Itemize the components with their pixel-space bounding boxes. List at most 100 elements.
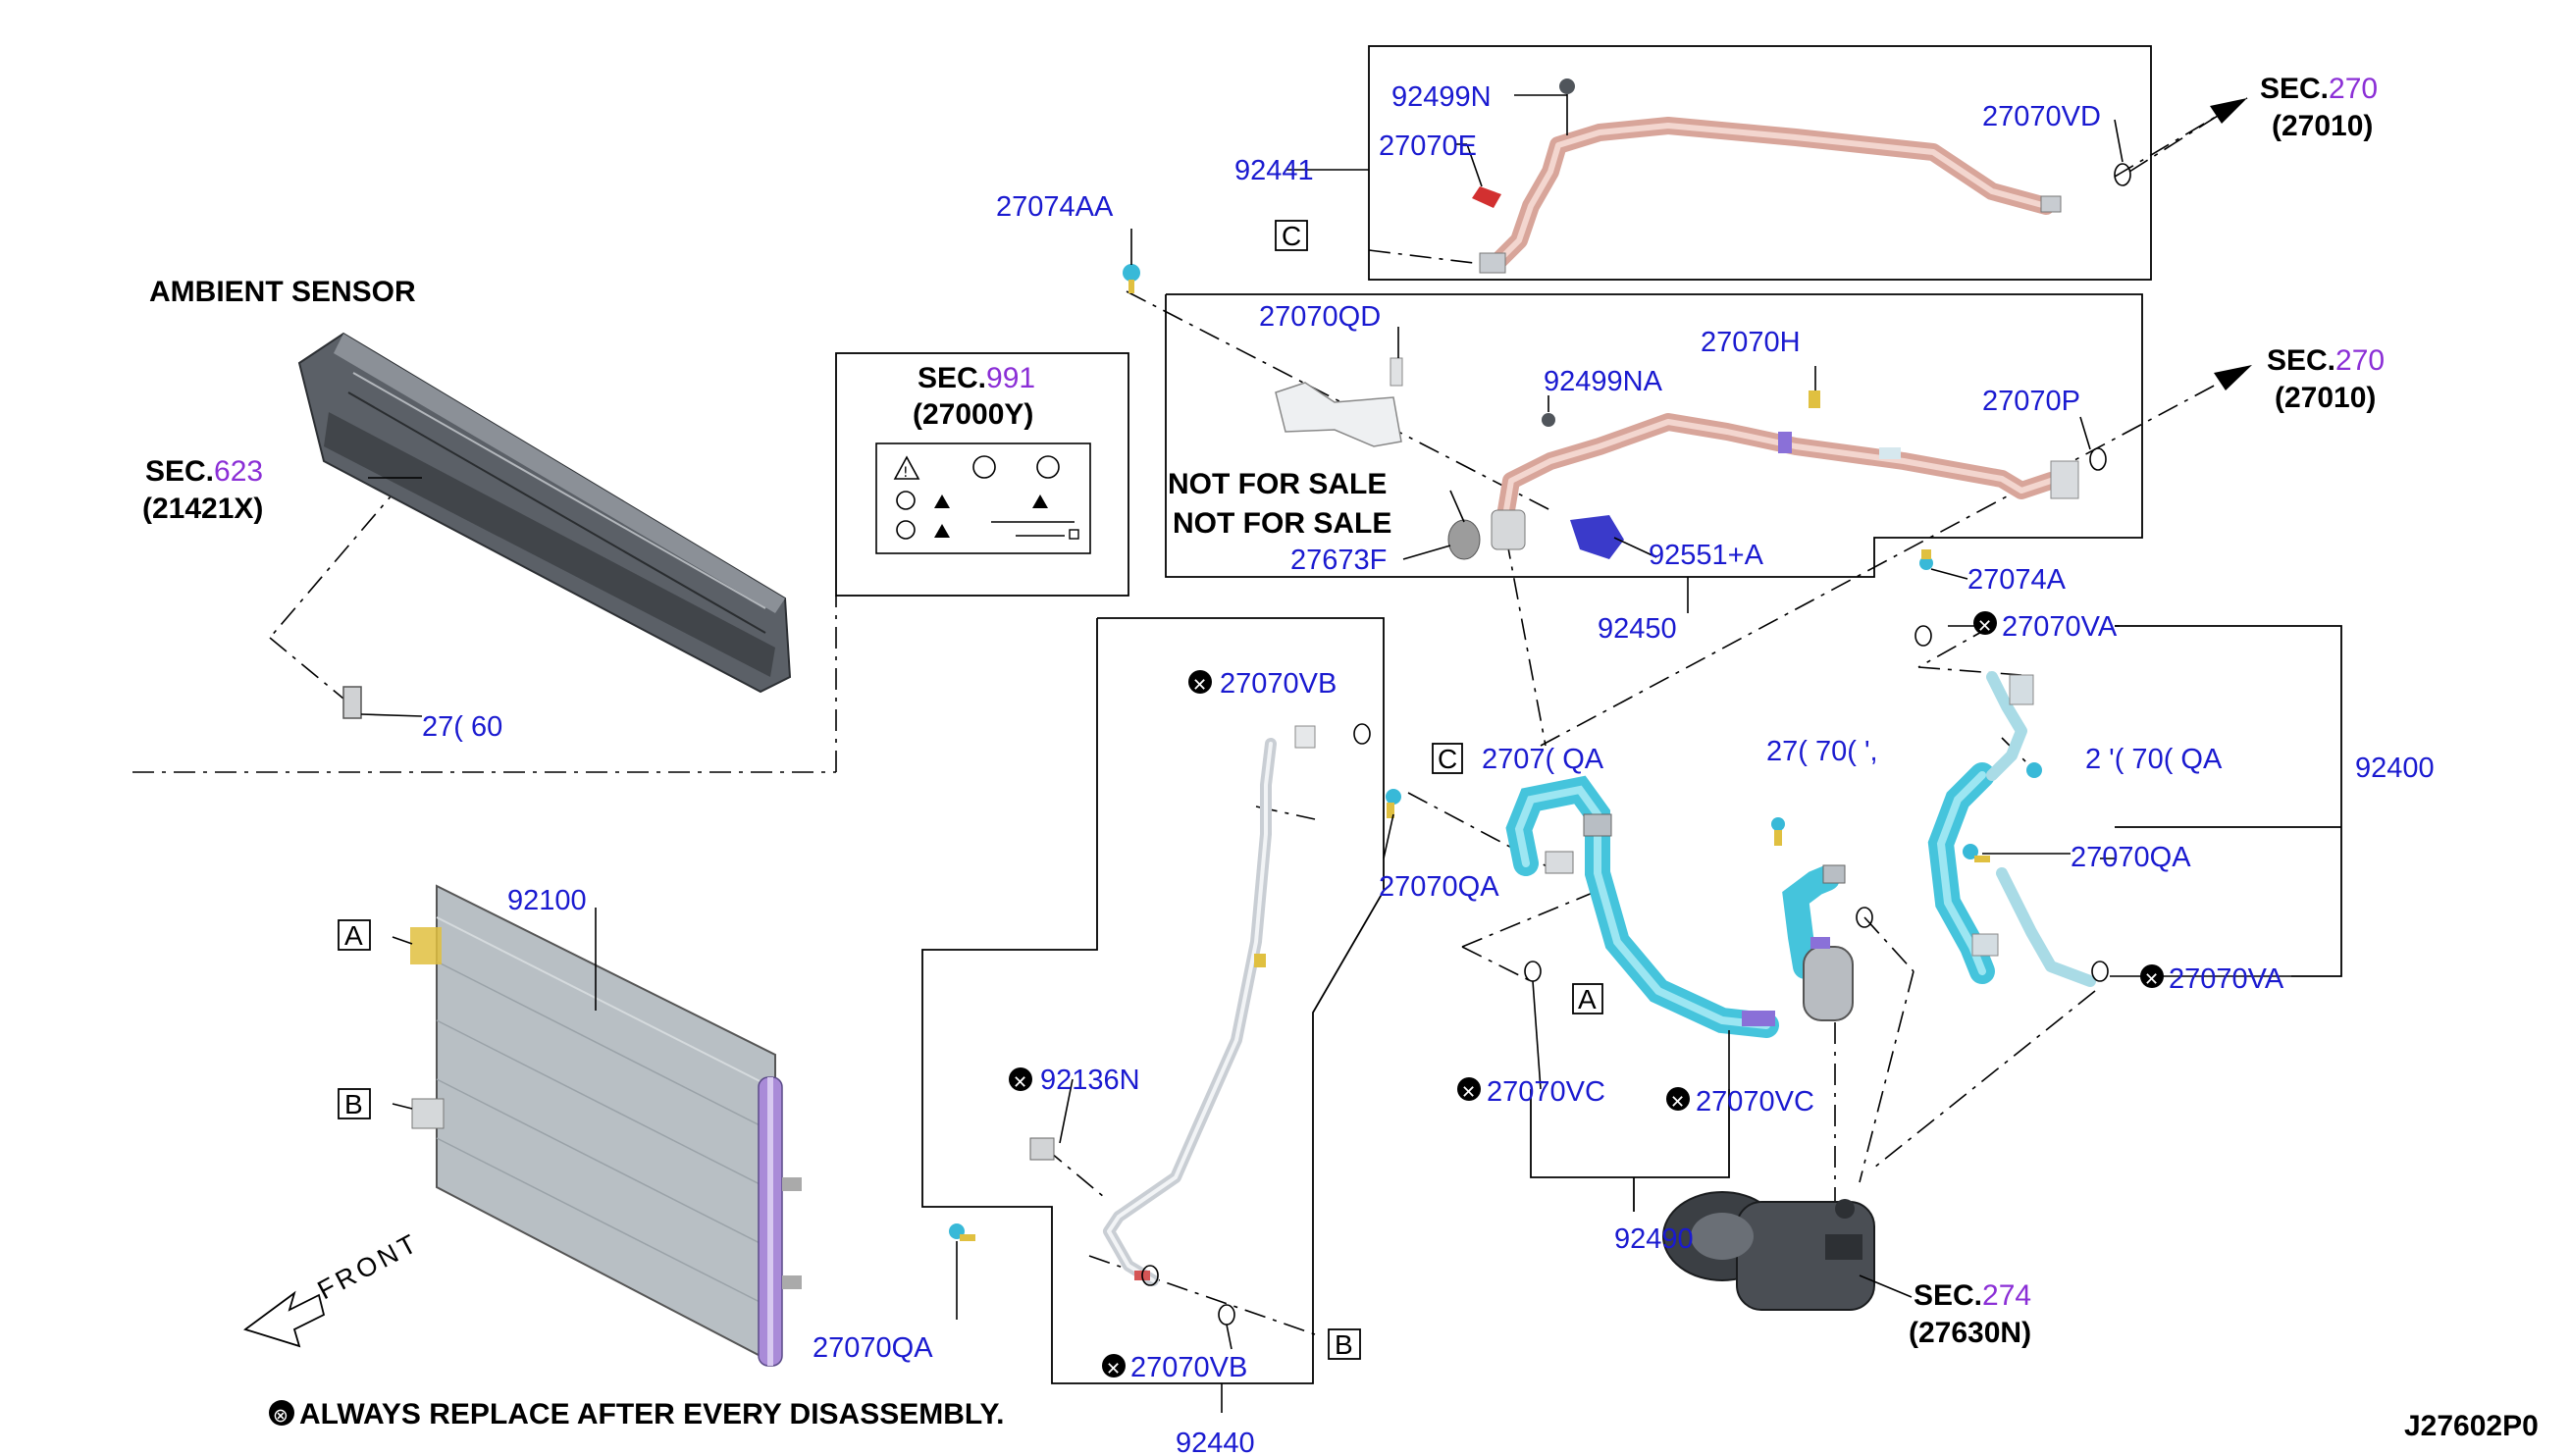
svg-text:C: C — [1438, 744, 1457, 774]
svg-text:27070VA: 27070VA — [2169, 963, 2284, 995]
part-label-27070vb-2[interactable]: ✕ 27070VB — [1102, 1352, 1247, 1383]
bolt-27074aa — [1123, 264, 1140, 293]
part-label-27070qa-e[interactable]: 2 '( 70( QA — [2085, 744, 2223, 775]
front-label: FRONT — [313, 1227, 425, 1306]
ref-box-b-condenser[interactable]: B — [338, 1088, 371, 1119]
svg-text:✕: ✕ — [1461, 1082, 1476, 1103]
svg-text:⊗: ⊗ — [273, 1405, 288, 1427]
sec270-mid-arrow[interactable] — [2214, 365, 2252, 390]
part-label-92551a[interactable]: 92551+A — [1649, 540, 1764, 571]
sec623-label[interactable]: SEC.623 (21421X) — [142, 455, 263, 525]
replace-note: ⊗ ALWAYS REPLACE AFTER EVERY DISASSEMBLY… — [269, 1398, 1005, 1430]
part-label-92100[interactable]: 92100 — [507, 885, 587, 916]
receiver-drier — [1771, 817, 1873, 1021]
svg-text:(27010): (27010) — [2275, 382, 2376, 414]
svg-text:SEC.270: SEC.270 — [2260, 73, 2378, 105]
condenser-92100 — [410, 884, 802, 1367]
ref-box-c-mid[interactable]: C — [1432, 743, 1463, 774]
frame-92490-group — [1530, 1089, 1730, 1212]
ref-box-a-condenser[interactable]: A — [338, 919, 371, 951]
part-label-27070va-1[interactable]: ✕ 27070VA — [1973, 611, 2118, 643]
svg-text:✕: ✕ — [1670, 1092, 1685, 1113]
part-label-27070vc-2[interactable]: ✕ 27070VC — [1666, 1086, 1814, 1118]
part-label-27673f[interactable]: 27673F — [1290, 545, 1387, 576]
part-label-27074aa[interactable]: 27074AA — [996, 191, 1114, 223]
pipe-92450 — [1275, 357, 2107, 560]
svg-text:SEC.270: SEC.270 — [2267, 344, 2385, 377]
part-label-92499na[interactable]: 92499NA — [1544, 366, 1663, 397]
part-label-92450[interactable]: 92450 — [1598, 613, 1677, 645]
part-label-27070qa-c[interactable]: 27070QA — [1379, 871, 1499, 903]
svg-text:(27010): (27010) — [2272, 110, 2373, 142]
svg-text:!: ! — [903, 465, 909, 481]
svg-text:✕: ✕ — [1192, 675, 1207, 696]
svg-text:(21421X): (21421X) — [142, 493, 263, 525]
svg-text:92136N: 92136N — [1040, 1065, 1140, 1096]
part-label-92136n[interactable]: ✕ 92136N — [1009, 1065, 1140, 1096]
svg-text:ALWAYS REPLACE AFTER EVERY DIS: ALWAYS REPLACE AFTER EVERY DISASSEMBLY. — [299, 1398, 1005, 1430]
diagram-code: J27602P0 — [2404, 1410, 2539, 1442]
sec270-top-label[interactable]: SEC.270 (27010) — [2260, 73, 2378, 142]
part-label-92400[interactable]: 92400 — [2355, 753, 2435, 784]
svg-text:A: A — [1578, 984, 1597, 1014]
ambient-sensor-part — [342, 686, 423, 719]
svg-text:SEC.623: SEC.623 — [145, 455, 263, 488]
pipe-92441 — [1472, 78, 2131, 274]
sec270-mid-label[interactable]: SEC.270 (27010) — [2267, 344, 2385, 414]
svg-text:✕: ✕ — [1977, 616, 1992, 637]
part-label-27070qa-a[interactable]: 2707( QA — [1482, 744, 1604, 775]
not-for-sale-label-2: NOT FOR SALE — [1173, 507, 1391, 540]
part-label-27070qd[interactable]: 27070QD — [1259, 301, 1381, 333]
part-label-92440[interactable]: 92440 — [1176, 1428, 1255, 1456]
frame-92400-group — [2115, 625, 2342, 977]
svg-text:✕: ✕ — [2144, 969, 2159, 990]
part-label-27074a[interactable]: 27074A — [1967, 564, 2067, 596]
sec270-top-arrow[interactable] — [2128, 98, 2247, 173]
part-label-92499n[interactable]: 92499N — [1391, 81, 1492, 113]
svg-text:✕: ✕ — [1013, 1072, 1027, 1093]
part-label-27070va-2[interactable]: ✕ 27070VA — [2140, 963, 2284, 995]
part-label-27070h[interactable]: 27070H — [1701, 327, 1801, 358]
svg-text:A: A — [344, 920, 363, 951]
part-label-92490[interactable]: 92490 — [1614, 1223, 1694, 1255]
svg-text:27070VA: 27070VA — [2002, 611, 2118, 643]
hose-92400 — [1914, 625, 2109, 987]
ref-box-a-hose[interactable]: A — [1572, 983, 1603, 1014]
svg-text:(27000Y): (27000Y) — [913, 398, 1033, 431]
ref-box-c-top[interactable]: C — [1275, 220, 1308, 251]
part-label-27070p[interactable]: 27070P — [1982, 386, 2080, 417]
not-for-sale-label-1: NOT FOR SALE — [1168, 468, 1387, 500]
frame-92441-group — [1368, 45, 2152, 281]
pipe-92440 — [949, 723, 1401, 1326]
ambient-sensor-heading: AMBIENT SENSOR — [149, 276, 416, 308]
svg-text:✕: ✕ — [1106, 1359, 1121, 1379]
svg-text:B: B — [1335, 1329, 1353, 1360]
svg-text:(27630N): (27630N) — [1909, 1317, 2031, 1349]
part-label-27070vc-1[interactable]: ✕ 27070VC — [1457, 1076, 1605, 1108]
part-label-92441[interactable]: 92441 — [1234, 155, 1314, 186]
part-label-27070qa-f[interactable]: 27070QA — [813, 1332, 933, 1364]
frame-92440-group — [921, 617, 1385, 1384]
part-label-27070e[interactable]: 27070E — [1379, 130, 1477, 162]
bolt-27074a — [1919, 549, 1933, 570]
svg-text:C: C — [1282, 221, 1301, 251]
part-label-27070qa-b[interactable]: 27( 70( ', — [1766, 736, 1878, 767]
frame-sec991 — [835, 352, 1129, 597]
frame-92450-group — [1165, 293, 2143, 578]
part-label-27760[interactable]: 27( 60 — [422, 711, 502, 743]
cowl-panel-illustration — [297, 332, 792, 694]
guide-lines — [132, 97, 2248, 1335]
sec274-label[interactable]: SEC.274 (27630N) — [1909, 1279, 2031, 1349]
svg-text:27070VC: 27070VC — [1487, 1076, 1605, 1108]
leader-lines — [368, 94, 2291, 1413]
svg-text:27070VB: 27070VB — [1220, 668, 1337, 700]
warning-label-illustration: ! — [875, 442, 1091, 554]
ref-box-b-pipe[interactable]: B — [1328, 1328, 1361, 1360]
compressor-illustration — [1662, 1191, 1875, 1311]
part-label-27070vb-1[interactable]: ✕ 27070VB — [1188, 668, 1337, 700]
svg-text:SEC.991: SEC.991 — [918, 362, 1035, 394]
part-label-27070qa-d[interactable]: 27070QA — [2071, 842, 2191, 873]
part-label-27070vd[interactable]: 27070VD — [1982, 101, 2101, 132]
sec991-label[interactable]: SEC.991 (27000Y) — [913, 362, 1035, 431]
